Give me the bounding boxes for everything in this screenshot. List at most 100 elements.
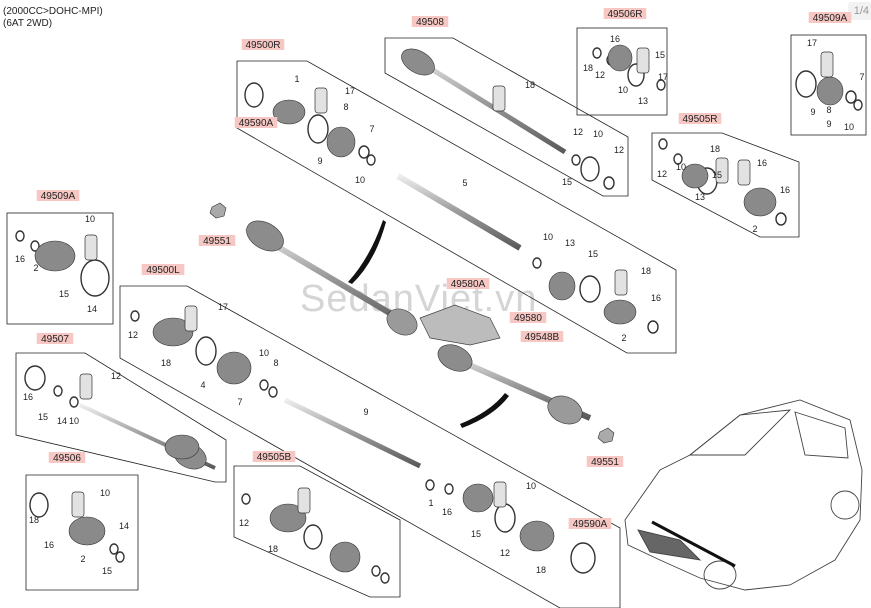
part-code-text: 49506R xyxy=(607,9,642,20)
car-driveshaft-highlight xyxy=(651,520,736,568)
part-code-49590A[interactable]: 49590A xyxy=(568,518,612,530)
callout-number: 12 xyxy=(111,371,121,381)
callout-number: 2 xyxy=(621,333,626,343)
part-code-49509A[interactable]: 49509A xyxy=(36,190,80,202)
boot-part xyxy=(164,434,200,460)
ring-part xyxy=(532,257,542,269)
ring-part xyxy=(69,396,79,408)
part-code-49509A[interactable]: 49509A xyxy=(808,12,852,24)
callout-number: 2 xyxy=(80,554,85,564)
ring-part xyxy=(845,90,857,104)
ring-part xyxy=(303,524,323,550)
ring-part xyxy=(115,551,125,563)
ring-part xyxy=(366,154,376,166)
part-code-bg xyxy=(198,235,236,246)
callout-number: 15 xyxy=(59,289,69,299)
part-code-text: 49509A xyxy=(813,13,848,24)
cv-joint-inner-r xyxy=(246,220,284,252)
callout-number: 12 xyxy=(128,330,138,340)
callout-number: 1 xyxy=(294,74,299,84)
ring-part xyxy=(130,310,140,322)
boot-part xyxy=(152,317,194,347)
part-code-49505B[interactable]: 49505B xyxy=(252,451,296,463)
boot-part xyxy=(548,271,576,301)
ring-part xyxy=(244,82,264,108)
ring-part xyxy=(371,565,381,577)
ring-part xyxy=(603,176,615,190)
indicator-arrow-lower xyxy=(460,393,509,428)
callout-number: 12 xyxy=(239,518,249,528)
part-code-49508[interactable]: 49508 xyxy=(411,16,449,28)
shaft-4 xyxy=(283,397,422,469)
car-body xyxy=(624,399,863,591)
part-code-49507[interactable]: 49507 xyxy=(36,333,74,345)
callout-number: 10 xyxy=(543,232,553,242)
part-code-49590A[interactable]: 49590A xyxy=(234,117,278,129)
ring-part xyxy=(570,542,596,574)
part-code-49580[interactable]: 49580 xyxy=(509,312,547,324)
frame-49500L xyxy=(119,285,621,608)
callout-number: 16 xyxy=(44,540,54,550)
callout-number: 9 xyxy=(810,107,815,117)
part-code-49500L[interactable]: 49500L xyxy=(141,264,185,276)
group-frames xyxy=(6,27,867,608)
boot-part xyxy=(607,44,633,72)
ring-part xyxy=(307,114,329,144)
part-code-bg xyxy=(241,39,285,50)
part-code-49548B[interactable]: 49548B xyxy=(520,331,564,343)
callout-number: 18 xyxy=(29,515,39,525)
ring-part xyxy=(109,543,119,555)
part-code-text: 49580 xyxy=(514,313,542,324)
callout-number: 18 xyxy=(161,358,171,368)
boot-part xyxy=(272,99,306,125)
callout-number: 16 xyxy=(442,507,452,517)
grease-tube xyxy=(71,491,85,518)
part-code-49506R[interactable]: 49506R xyxy=(603,8,647,20)
nut-49551-bottom xyxy=(597,427,615,444)
car-wheel-front xyxy=(703,560,737,590)
callout-number: 10 xyxy=(355,175,365,185)
part-code-49580A[interactable]: 49580A xyxy=(446,278,490,290)
frame-49505B xyxy=(233,465,401,598)
ring-part xyxy=(259,379,269,391)
car-wheel-rear xyxy=(830,490,860,520)
callout-number: 17 xyxy=(218,302,228,312)
part-code-bg xyxy=(252,451,296,462)
part-code-text: 49506 xyxy=(53,453,81,464)
part-code-text: 49509A xyxy=(41,191,76,202)
callout-number: 12 xyxy=(500,548,510,558)
page-indicator[interactable]: 1/4 xyxy=(847,2,871,20)
ring-part xyxy=(494,503,516,533)
indicator-arrow-upper xyxy=(348,220,386,284)
part-code-49551[interactable]: 49551 xyxy=(198,235,236,247)
frame-49509A-top xyxy=(790,34,867,136)
part-code-text: 49548B xyxy=(525,332,560,343)
part-code-49551[interactable]: 49551 xyxy=(586,456,624,468)
grease-tube xyxy=(492,85,506,112)
part-code-text: 49505B xyxy=(257,452,292,463)
callout-number: 16 xyxy=(23,392,33,402)
part-code-49500R[interactable]: 49500R xyxy=(241,39,285,51)
grease-tube xyxy=(84,234,98,261)
callout-number: 15 xyxy=(38,412,48,422)
ring-part xyxy=(380,572,390,584)
callout-number: 17 xyxy=(658,72,668,82)
callout-number: 10 xyxy=(69,416,79,426)
part-code-text: 49500R xyxy=(245,40,280,51)
callout-number: 18 xyxy=(268,544,278,554)
callout-number: 17 xyxy=(345,86,355,96)
part-code-49505R[interactable]: 49505R xyxy=(678,113,722,125)
ring-part xyxy=(241,493,251,505)
engine-spec: (2000CC>DOHC-MPI) xyxy=(3,6,103,17)
shaft-5 xyxy=(396,173,522,251)
frame-49508 xyxy=(384,37,629,197)
callout-number: 10 xyxy=(100,488,110,498)
callout-number: 13 xyxy=(565,238,575,248)
ring-part xyxy=(195,336,217,366)
frame-49506R xyxy=(576,27,668,116)
part-code-49506[interactable]: 49506 xyxy=(48,452,86,464)
callout-number: 16 xyxy=(757,158,767,168)
grease-tube xyxy=(314,87,328,114)
callout-number: 4 xyxy=(200,380,205,390)
callout-number: 8 xyxy=(273,358,278,368)
